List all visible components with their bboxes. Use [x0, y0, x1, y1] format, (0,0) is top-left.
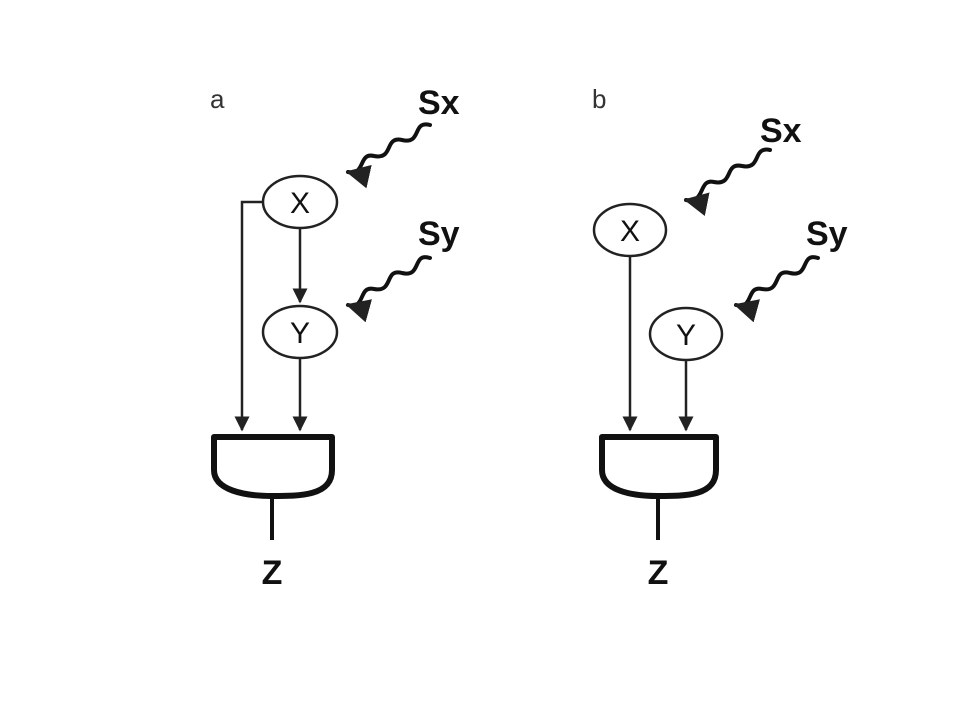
panel-a: a Sx Sy X Y Z [210, 84, 460, 592]
panel-b-node-y-label: Y [676, 319, 696, 352]
panel-a-signal-y-label: Sy [418, 215, 460, 253]
panel-a-x-to-gate-arrow [234, 200, 263, 432]
panel-a-label: a [210, 84, 225, 114]
panel-b-signal-x-wiggle [683, 147, 772, 216]
panel-b-signal-y-wiggle [733, 255, 820, 323]
panel-b-label: b [592, 84, 606, 114]
panel-b: b Sx Sy X Y Z [592, 84, 848, 592]
panel-b-signal-x-label: Sx [760, 112, 802, 150]
panel-a-signal-x-wiggle [345, 122, 432, 189]
panel-a-node-x-label: X [290, 187, 310, 220]
panel-b-output-label: Z [648, 554, 669, 592]
panel-a-output-label: Z [262, 554, 283, 592]
panel-a-node-y-label: Y [290, 317, 310, 350]
panel-b-and-gate [599, 434, 719, 499]
panel-a-signal-y-wiggle [345, 255, 432, 323]
panel-a-signal-x-label: Sx [418, 84, 460, 122]
panel-b-signal-y-label: Sy [806, 215, 848, 253]
panel-a-and-gate [211, 434, 335, 499]
panel-b-node-x-label: X [620, 215, 640, 248]
